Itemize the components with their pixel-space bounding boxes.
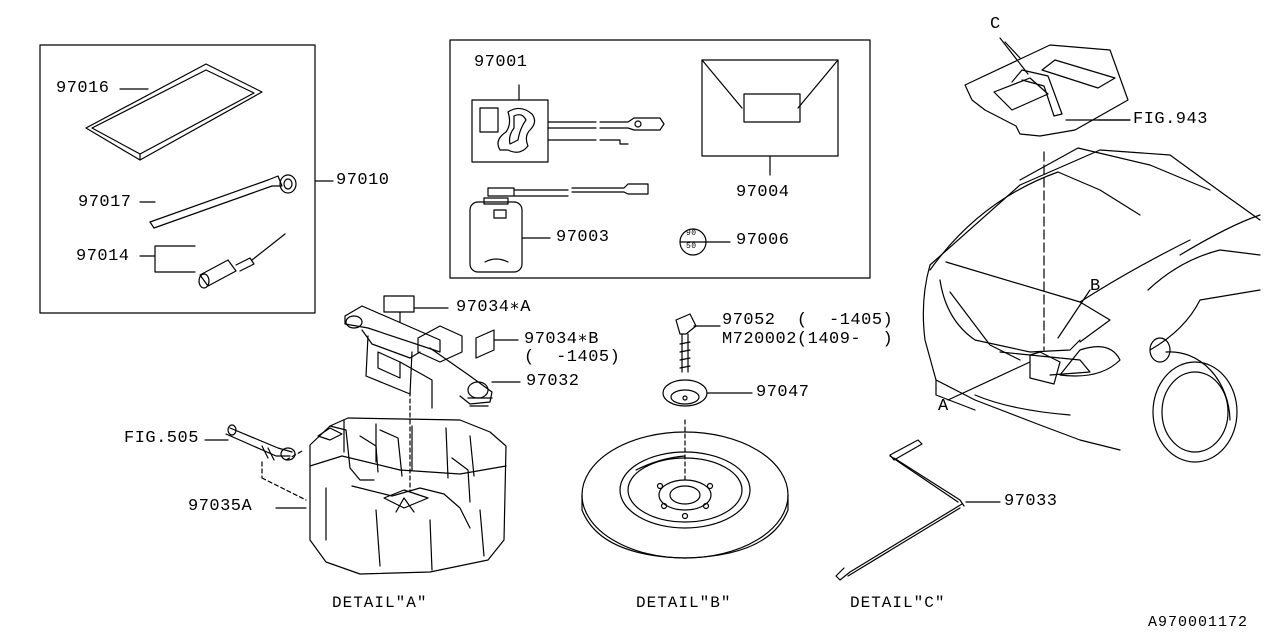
tool-kit-box — [40, 45, 333, 313]
part-number-97034a: 97034∗A — [456, 298, 531, 317]
part-number-97014: 97014 — [76, 247, 130, 266]
fig-505-reference: FIG.505 — [124, 429, 199, 448]
reference-marker-c: C — [990, 15, 1001, 34]
part-number-m720002: M720002(1409- ) — [722, 330, 894, 349]
detail-a-caption: DETAIL"A" — [332, 594, 428, 612]
spare-tire-illustration — [582, 420, 788, 558]
detail-b-caption: DETAIL"B" — [636, 594, 732, 612]
part-number-97017: 97017 — [78, 193, 132, 212]
part-number-97047: 97047 — [756, 383, 810, 402]
diagram-id: A970001172 — [1148, 614, 1249, 631]
badge-value-top: 90 — [686, 229, 697, 238]
part-number-97003: 97003 — [556, 228, 610, 247]
reference-marker-b: B — [1090, 277, 1101, 296]
repair-kit-box — [450, 40, 870, 278]
washer-illustration — [663, 380, 752, 406]
tie-down-hook-illustration — [836, 440, 1000, 580]
valve-tool-illustration — [199, 234, 285, 288]
part-number-97052: 97052 ( -1405) — [722, 311, 894, 330]
car-rear-illustration — [923, 148, 1260, 462]
tool-pouch-illustration — [86, 64, 262, 160]
part-number-97001: 97001 — [474, 53, 528, 72]
part-number-97006: 97006 — [736, 231, 790, 250]
detail-c-caption: DETAIL"C" — [850, 594, 946, 612]
part-number-97034b: 97034∗B — [524, 330, 599, 349]
tool-tray-illustration — [276, 392, 506, 574]
jack-illustration — [345, 296, 520, 408]
lug-wrench-illustration — [150, 175, 296, 228]
part-number-97033: 97033 — [1004, 492, 1058, 511]
reference-marker-a: A — [938, 397, 949, 416]
part-number-97016: 97016 — [56, 79, 110, 98]
fig-943-reference: FIG.943 — [1133, 110, 1208, 129]
part-number-97004: 97004 — [736, 183, 790, 202]
fig505-bolt-illustration — [205, 425, 306, 500]
part-97034b-range: ( -1405) — [524, 348, 621, 367]
floor-board-illustration — [965, 38, 1130, 136]
hold-down-bolt-illustration — [676, 314, 720, 372]
badge-value-bottom: 50 — [686, 242, 697, 251]
instruction-card-illustration — [702, 60, 838, 175]
speed-sticker-illustration — [680, 229, 730, 255]
part-number-97035a: 97035A — [188, 497, 253, 516]
sealant-bottle-illustration — [470, 184, 648, 272]
part-number-97032: 97032 — [526, 372, 580, 391]
compressor-illustration — [472, 85, 664, 162]
part-number-97010: 97010 — [336, 171, 390, 190]
